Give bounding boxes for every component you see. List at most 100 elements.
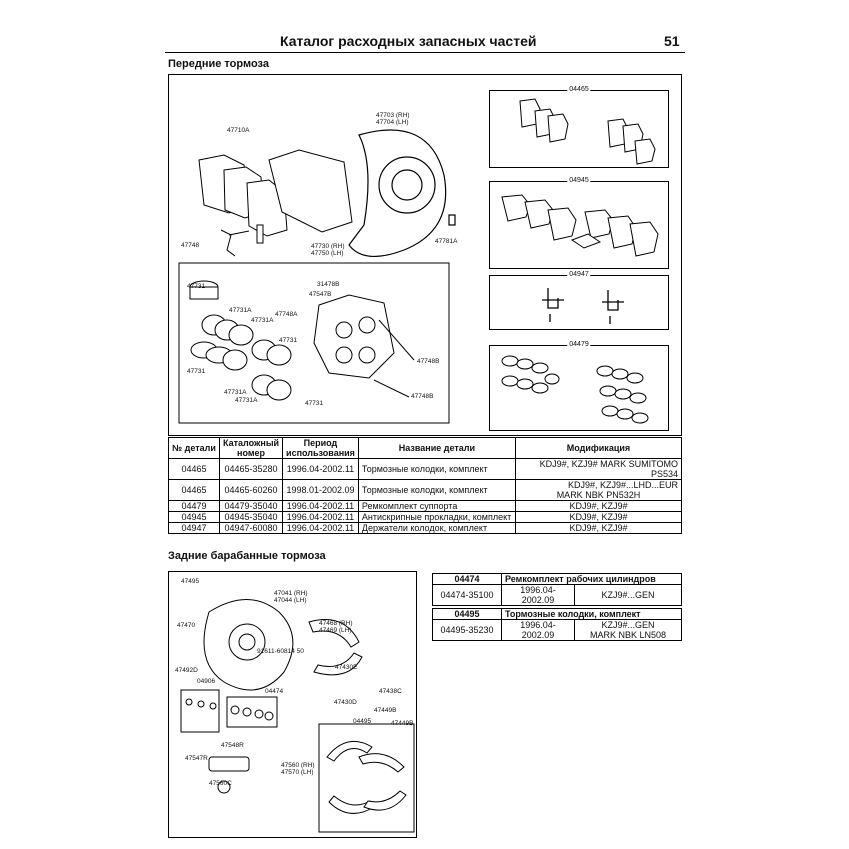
- cell-part-no: 04465: [168, 458, 220, 480]
- label-04495: 04495: [353, 718, 372, 725]
- kit-code-04947: 04947: [567, 271, 591, 278]
- cell-name: Антискрипные прокладки, комплект: [357, 511, 516, 523]
- label-47548R: 47548R: [221, 742, 244, 749]
- label-47449B: 47449B: [374, 707, 397, 714]
- table-row: 04479 04479-35040 1996.04-2002.11 Ремком…: [168, 500, 683, 512]
- col-header-modification: Модификация: [514, 437, 683, 459]
- cell-catalog: 04465-60260: [218, 479, 284, 501]
- page-title: Каталог расходных запасных частей: [280, 33, 537, 49]
- kit-box-04945: 04945: [489, 177, 669, 269]
- col-header-period: Период использования: [282, 437, 359, 459]
- kit-box-04479: 04479: [489, 341, 669, 431]
- table-row: 04947 04947-60080 1996.04-2002.11 Держат…: [168, 522, 683, 534]
- cell-name: Тормозные колодки, комплект: [357, 479, 516, 501]
- cell-period: 1996.04-2002.11: [282, 500, 359, 512]
- header-divider: [165, 52, 685, 53]
- label-47438C: 47438C: [379, 688, 402, 695]
- label-47468: 47468 (RH): [319, 620, 353, 627]
- label-47748: 47748: [181, 242, 200, 249]
- cell-period: 1996.04-2002.11: [282, 522, 359, 534]
- table-header-row: № детали Каталожный номер Период использ…: [168, 437, 683, 459]
- label-47748B: 47748B: [417, 358, 440, 365]
- brake-pad-set-drawing: [519, 98, 656, 165]
- cell-catalog: 04945-35040: [218, 511, 284, 523]
- label-47748A: 47748A: [275, 311, 298, 318]
- kit-code: 04495: [432, 608, 502, 620]
- label-47041: 47041 (RH): [274, 590, 308, 597]
- kit-box-04465: 04465: [489, 86, 669, 168]
- label-47430D: 47430D: [334, 699, 357, 706]
- label-47470: 47470: [177, 622, 196, 629]
- kit-table-header: 04474 Ремкомплект рабочих цилиндров: [432, 573, 682, 585]
- table-row: 04465 04465-35280 1996.04-2002.11 Тормоз…: [168, 458, 683, 480]
- modification-line-1: KZJ9#...GEN: [601, 620, 655, 630]
- table-row: 04945 04945-35040 1996.04-2002.11 Антиск…: [168, 511, 683, 523]
- label-31478B: 31478B: [317, 281, 340, 288]
- label-47731-top: 47731: [187, 283, 206, 290]
- label-47704: 47704 (LH): [376, 119, 409, 126]
- cell-period: 1996.04-2002.11: [282, 458, 359, 480]
- kit-box-04947: 04947: [489, 271, 669, 330]
- caliper-kit-drawing: [501, 355, 649, 424]
- label-47430E: 47430E: [335, 664, 358, 671]
- modification-line-1: KDJ9#, KZJ9#...LHD...EUR: [567, 480, 678, 490]
- cell-name: Тормозные колодки, комплект: [357, 458, 516, 480]
- table-row: 04474-35100 1996.04-2002.09 KZJ9#...GEN: [432, 584, 682, 606]
- cell-modification: KDJ9#, KZJ9#: [514, 522, 683, 534]
- label-47570: 47570 (LH): [281, 769, 314, 776]
- pad-clips-drawing: [542, 288, 624, 324]
- label-04906: 04906: [197, 678, 216, 685]
- label-47731A-3: 47731A: [224, 389, 247, 396]
- label-47731-left: 47731: [187, 368, 206, 375]
- label-47560C: 47560C: [209, 780, 232, 787]
- kit-code-04945: 04945: [567, 177, 591, 184]
- label-47731A-2: 47731A: [251, 317, 274, 324]
- kit-table-04474: 04474 Ремкомплект рабочих цилиндров 0447…: [432, 573, 682, 606]
- cell-modification: KZJ9#...GEN: [574, 584, 682, 606]
- label-47469: 47469 (LH): [319, 627, 352, 634]
- label-91611: 91611-60814 50: [257, 648, 304, 655]
- cell-period: 1996.04-2002.09: [501, 619, 575, 641]
- modification-line-2: MARK NBK PN532H: [556, 490, 641, 500]
- label-47495: 47495: [181, 578, 200, 585]
- rear-brakes-title: Задние барабанные тормоза: [168, 550, 326, 562]
- label-47449B-2: 47449B: [391, 720, 414, 727]
- front-parts-table: № детали Каталожный номер Период использ…: [168, 437, 683, 534]
- front-brakes-drawing: [178, 129, 456, 424]
- cell-catalog: 04474-35100: [432, 584, 502, 606]
- table-row: 04465 04465-60260 1998.01-2002.09 Тормоз…: [168, 479, 683, 501]
- label-47547B: 47547B: [309, 291, 332, 298]
- label-47781A: 47781A: [435, 238, 458, 245]
- cell-modification: KDJ9#, KZJ9# MARK SUMITOMO PS534: [514, 458, 683, 480]
- label-47547R: 47547R: [185, 755, 208, 762]
- cell-catalog: 04495-35230: [432, 619, 502, 641]
- cell-part-no: 04947: [168, 522, 220, 534]
- cell-name: Ремкомплект суппорта: [357, 500, 516, 512]
- cell-period: 1998.01-2002.09: [282, 479, 359, 501]
- kit-code-04479: 04479: [567, 341, 591, 348]
- label-47560: 47560 (RH): [281, 762, 315, 769]
- front-brakes-title: Передние тормоза: [168, 58, 269, 70]
- kit-table-04495: 04495 Тормозные колодки, комплект 04495-…: [432, 608, 682, 641]
- cell-catalog: 04465-35280: [218, 458, 284, 480]
- label-47492D: 47492D: [175, 667, 198, 674]
- front-brakes-diagram: 47710A 47703 (RH) 47704 (LH) 47748 47730…: [168, 74, 682, 436]
- kit-name: Ремкомплект рабочих цилиндров: [501, 573, 682, 585]
- label-04474: 04474: [265, 688, 284, 695]
- cell-part-no: 04945: [168, 511, 220, 523]
- col-header-catalog: Каталожный номер: [218, 437, 284, 459]
- kit-name: Тормозные колодки, комплект: [501, 608, 682, 620]
- label-47731-mid: 47731: [279, 337, 298, 344]
- anti-squeal-shims-drawing: [501, 194, 659, 257]
- label-47750: 47750 (LH): [311, 250, 344, 257]
- label-47731A-4: 47731A: [235, 397, 258, 404]
- kit-code: 04474: [432, 573, 502, 585]
- cell-part-no: 04479: [168, 500, 220, 512]
- cell-modification: KDJ9#, KZJ9#: [514, 511, 683, 523]
- label-47710A: 47710A: [227, 127, 250, 134]
- label-47730: 47730 (RH): [311, 243, 345, 250]
- cell-catalog: 04479-35040: [218, 500, 284, 512]
